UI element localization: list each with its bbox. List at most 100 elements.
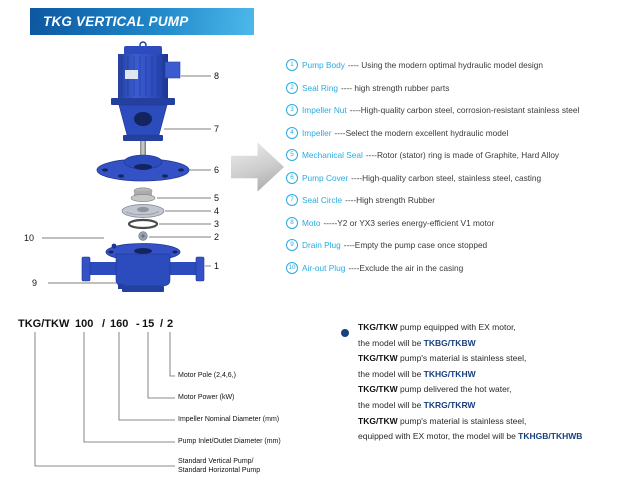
- seal-circle-graphic: [127, 218, 159, 230]
- note-prefix: TKG/TKW: [358, 415, 398, 426]
- model-code-token: 2: [167, 318, 174, 330]
- part-callout-number: 9: [32, 278, 37, 288]
- part-name: Drain Plug: [302, 240, 341, 250]
- part-name: Seal Circle: [302, 195, 343, 205]
- mechanical-seal-graphic: [130, 187, 156, 202]
- note-line: TKG/TKW pump's material is stainless ste…: [341, 414, 615, 430]
- item-number-badge: 3: [286, 104, 298, 116]
- note-text: equipped with EX motor, the model will b…: [358, 431, 519, 442]
- model-code-token: 15: [142, 318, 155, 330]
- note-text: pump's material is stainless steel,: [397, 415, 527, 426]
- item-number-badge: 8: [286, 216, 298, 229]
- impeller-graphic: [121, 204, 165, 218]
- pump-diagram-svg: 8 7 6 5 4 3 2 10 1 9: [24, 41, 219, 292]
- note-model: TKHGB/TKHWB: [518, 431, 583, 442]
- part-description: ---- Using the modern optimal hydraulic …: [347, 60, 543, 70]
- item-number-badge: 1: [286, 59, 298, 71]
- part-name: Moto: [302, 217, 321, 228]
- pump-exploded-diagram: 8 7 6 5 4 3 2 10 1 9: [18, 40, 268, 320]
- model-code-token: -: [136, 318, 140, 330]
- note-text: the model will be: [358, 368, 424, 379]
- note-text: the model will be: [358, 337, 424, 348]
- item-number-badge: 10: [286, 261, 298, 274]
- bullet-icon: [341, 329, 349, 337]
- model-code-label: Motor Pole (2,4,6,): [178, 372, 236, 379]
- model-code-token: 100: [75, 318, 94, 330]
- part-name: Impeller: [302, 127, 332, 138]
- motor-graphic: [111, 41, 181, 105]
- part-name: Mechanical Seal: [302, 150, 363, 160]
- note-line: TKG/TKW pump equipped with EX motor,: [341, 320, 615, 336]
- part-callout-number: 7: [214, 124, 219, 134]
- note-text: the model will be: [358, 399, 424, 410]
- part-name: Impeller Nut: [302, 105, 347, 115]
- model-code-breakdown: TKG/TKW 100 / 160 - 15 / 2 Motor Pole (2…: [15, 318, 315, 496]
- legend-item: 3 Impeller Nut ----High-quality carbon s…: [286, 104, 579, 116]
- legend-item: 4 Impeller ----Select the modern excelle…: [286, 126, 579, 139]
- part-description: ----High-quality carbon steel, stainless…: [351, 172, 542, 183]
- model-code-label: Standard Horizontal Pump: [178, 467, 261, 474]
- model-code-token: /: [160, 318, 164, 330]
- leader-lines: [34, 332, 175, 467]
- note-text: pump equipped with EX motor,: [397, 322, 516, 332]
- model-code-token: 160: [110, 318, 129, 330]
- note-line: the model will be TKRG/TKRW: [341, 398, 615, 414]
- part-description: ----High strength Rubber: [345, 195, 436, 205]
- legend-item: 9 Drain Plug ----Empty the pump case onc…: [286, 239, 579, 251]
- note-prefix: TKG/TKW: [358, 353, 398, 364]
- part-description: ----Exclude the air in the casing: [348, 262, 464, 273]
- model-code-label: Impeller Nominal Diameter (mm): [178, 416, 280, 423]
- part-callout-number: 5: [214, 193, 219, 203]
- item-number-badge: 9: [286, 239, 298, 251]
- part-name: Pump Body: [302, 60, 345, 70]
- note-line: equipped with EX motor, the model will b…: [341, 429, 615, 445]
- legend-item: 2 Seal Ring ---- high strength rubber pa…: [286, 81, 579, 94]
- part-description: ---- high strength rubber parts: [340, 82, 450, 93]
- callout-lines: [42, 75, 211, 284]
- note-line: TKG/TKW pump's material is stainless ste…: [341, 351, 615, 367]
- note-line: TKG/TKW pump delivered the hot water,: [341, 382, 615, 398]
- item-number-badge: 5: [286, 149, 298, 161]
- motor-stand-graphic: [118, 104, 168, 158]
- note-line: the model will be TKBG/TKBW: [341, 336, 615, 352]
- part-callout-number: 3: [214, 219, 219, 229]
- model-code-label: Motor Power (kW): [178, 394, 235, 401]
- model-code-token: /: [102, 318, 106, 330]
- note-prefix: TKG/TKW: [358, 322, 398, 332]
- legend-item: 10 Air-out Plug ----Exclude the air in t…: [286, 261, 579, 274]
- item-number-badge: 6: [286, 171, 298, 184]
- page-title-banner: TKG VERTICAL PUMP: [30, 8, 254, 35]
- model-code-label: Standard Vertical Pump/: [178, 458, 254, 465]
- part-description: -----Y2 or YX3 series energy-efficient V…: [323, 217, 495, 228]
- note-line: the model will be TKHG/TKHW: [341, 367, 615, 383]
- model-code-label: Pump Inlet/Outlet Diameter (mm): [178, 438, 281, 445]
- part-description: ----Rotor (stator) ring is made of Graph…: [365, 150, 560, 160]
- parts-legend: 1 Pump Body ---- Using the modern optima…: [286, 59, 579, 284]
- impeller-nut-graphic: [138, 231, 148, 241]
- part-callout-number: 2: [214, 232, 219, 242]
- part-description: ----Select the modern excellent hydrauli…: [334, 127, 509, 138]
- note-model: TKBG/TKBW: [423, 337, 476, 348]
- legend-item: 8 Moto -----Y2 or YX3 series energy-effi…: [286, 216, 579, 229]
- item-number-badge: 2: [286, 81, 298, 94]
- note-prefix: TKG/TKW: [358, 384, 398, 395]
- legend-item: 6 Pump Cover ----High-quality carbon ste…: [286, 171, 579, 184]
- part-callout-number: 1: [214, 261, 219, 271]
- pump-cover-graphic: [96, 154, 190, 182]
- note-text: pump's material is stainless steel,: [397, 353, 527, 364]
- item-number-badge: 4: [286, 126, 298, 139]
- legend-item: 5 Mechanical Seal ----Rotor (stator) rin…: [286, 149, 579, 161]
- legend-item: 1 Pump Body ---- Using the modern optima…: [286, 59, 579, 71]
- part-callout-number: 4: [214, 206, 219, 216]
- part-callout-number: 8: [214, 71, 219, 81]
- legend-item: 7 Seal Circle ----High strength Rubber: [286, 194, 579, 206]
- part-name: Pump Cover: [302, 172, 349, 183]
- pump-body-graphic: [81, 243, 205, 292]
- part-callout-number: 10: [24, 233, 34, 243]
- part-description: ----High-quality carbon steel, corrosion…: [349, 105, 580, 115]
- part-name: Air-out Plug: [302, 262, 346, 273]
- page-title: TKG VERTICAL PUMP: [43, 14, 189, 29]
- part-callout-number: 6: [214, 165, 219, 175]
- note-model: TKHG/TKHW: [423, 368, 476, 379]
- model-variant-notes: TKG/TKW pump equipped with EX motor, the…: [341, 320, 615, 445]
